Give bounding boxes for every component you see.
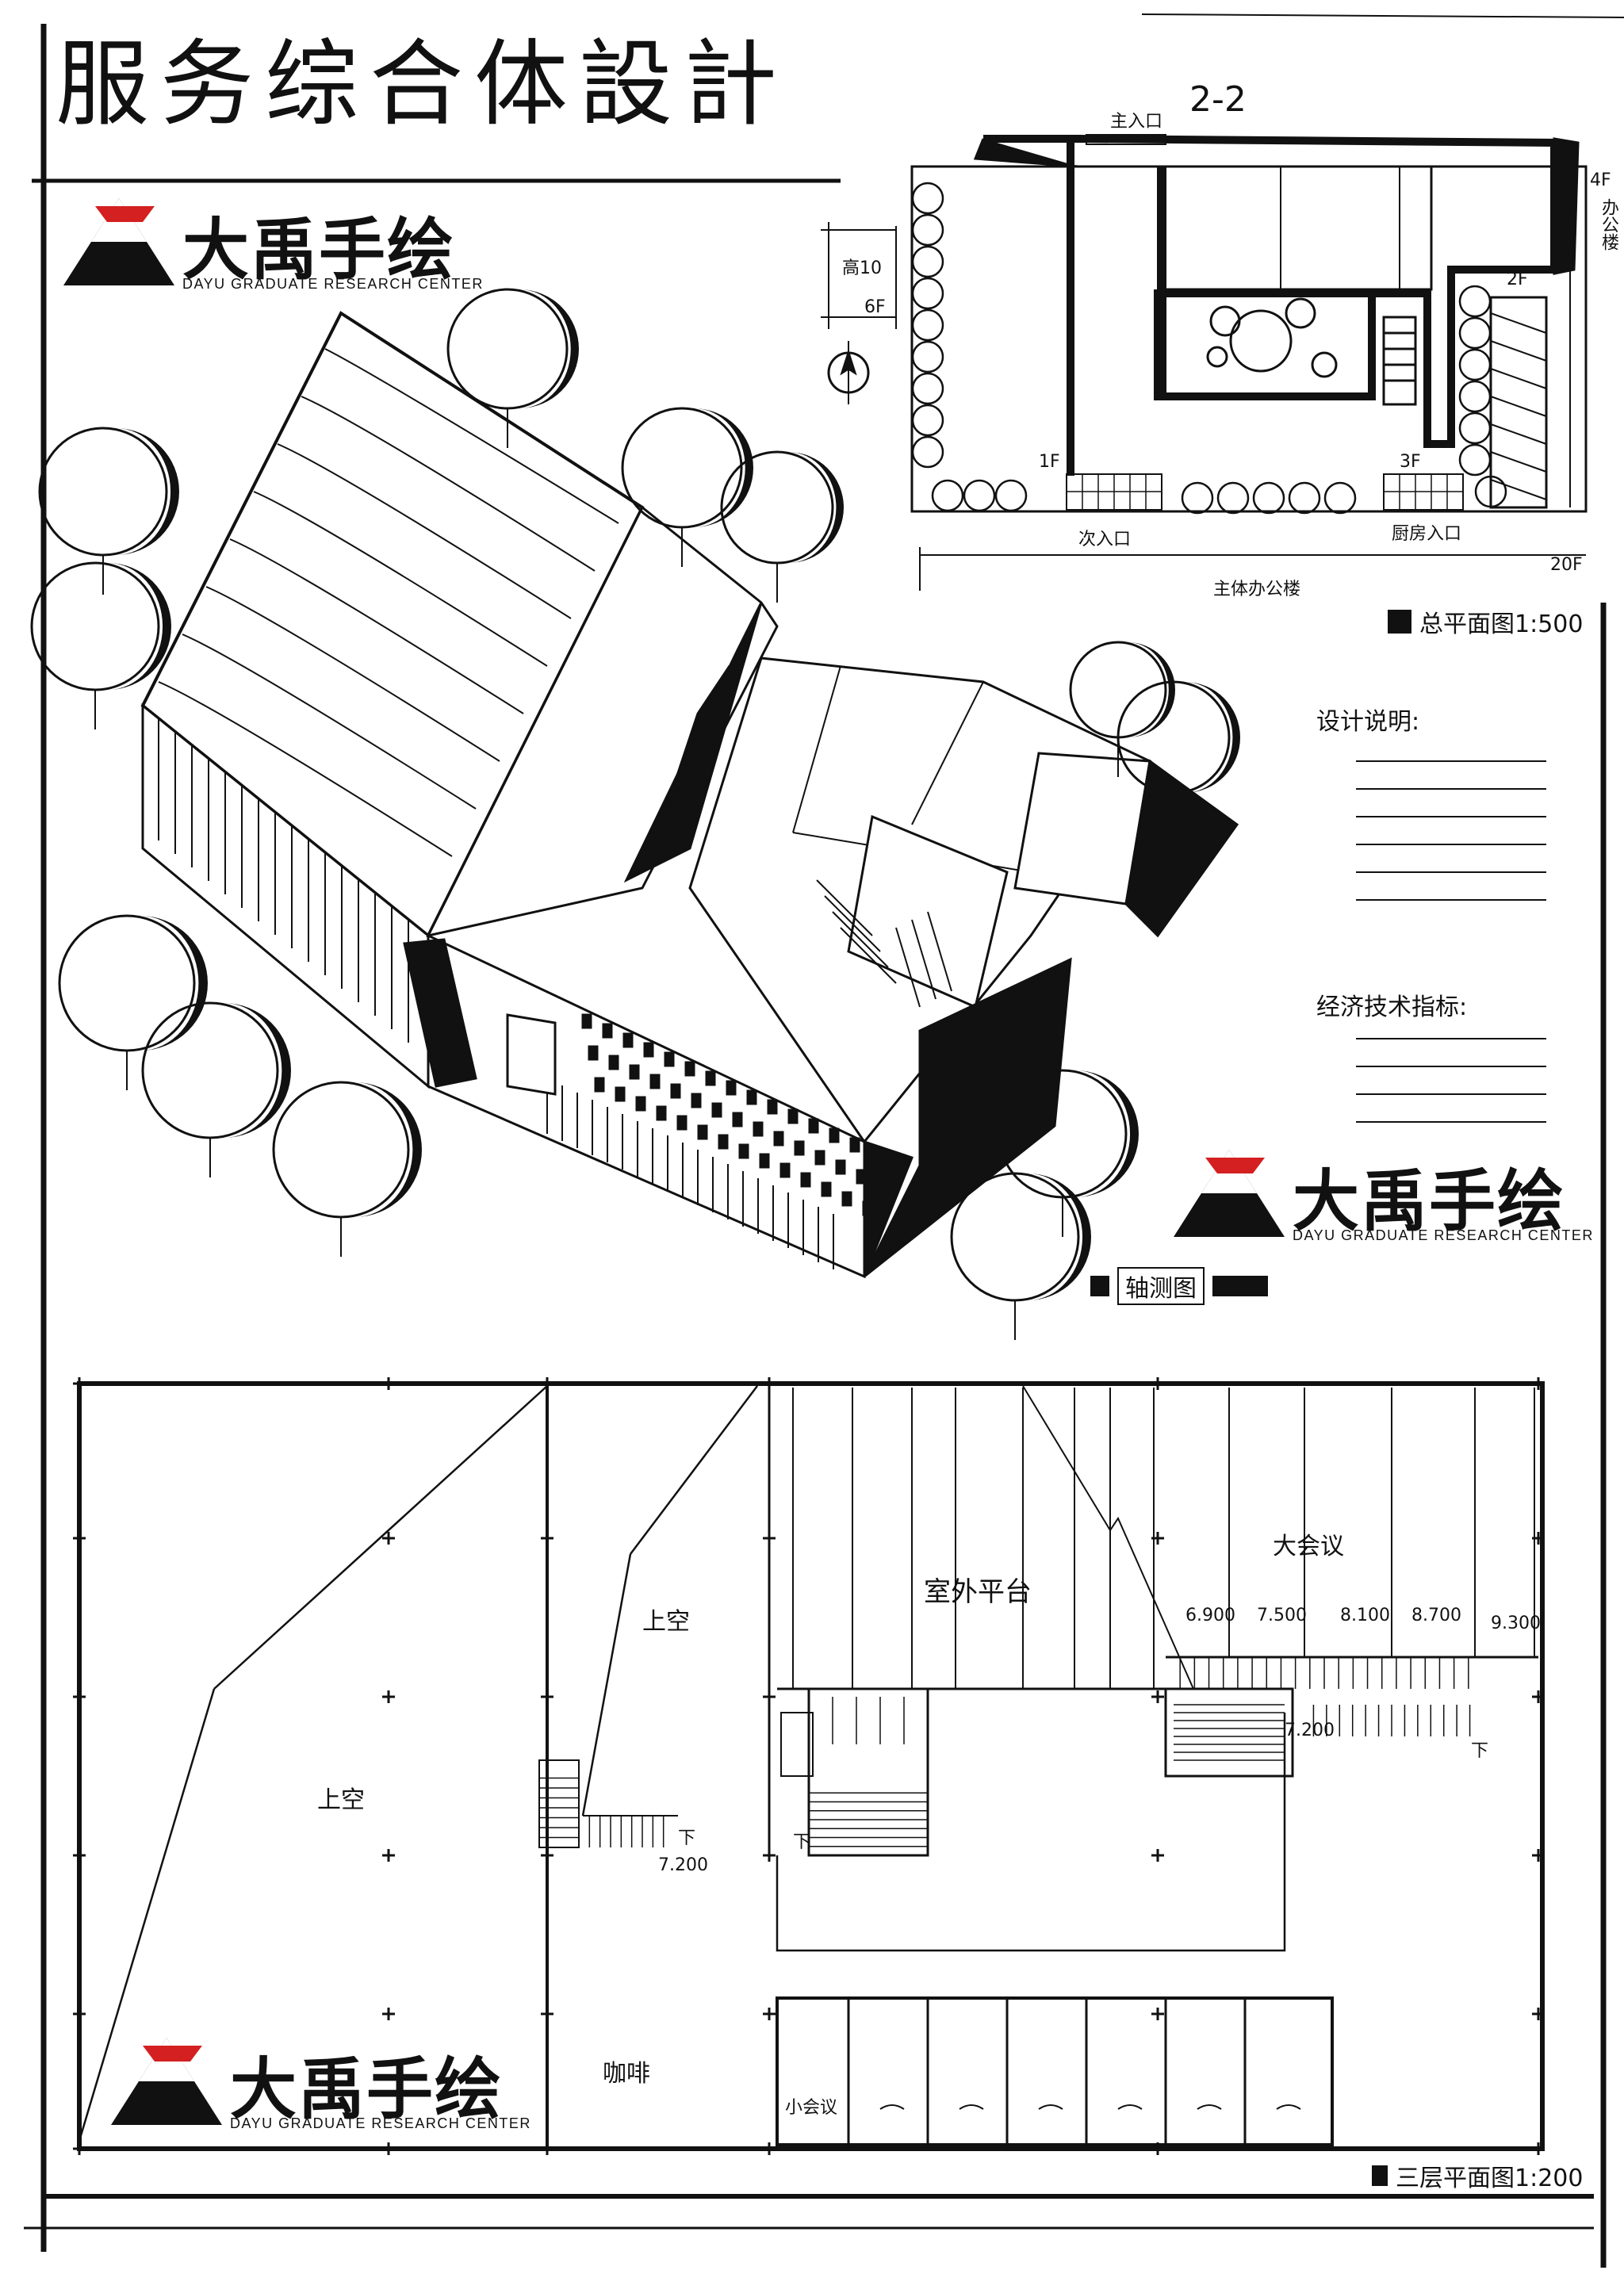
site-tree-icon bbox=[994, 479, 1028, 512]
tech-notes-title: 经济技术指标: bbox=[1316, 993, 1468, 1021]
site-tree-icon bbox=[911, 404, 944, 437]
axo-tree-icon bbox=[272, 1081, 422, 1257]
sheet-frame bbox=[24, 13, 1624, 2268]
site-tree-icon bbox=[931, 479, 964, 512]
axonometric-drawing bbox=[140, 311, 1239, 1279]
room-small-meeting: 小会议 bbox=[785, 2098, 838, 2118]
site-floor-1f: 1F bbox=[1039, 452, 1060, 472]
site-tree-icon bbox=[963, 479, 996, 512]
site-floor-3f: 3F bbox=[1400, 452, 1421, 472]
elevation-5: 9.300 bbox=[1491, 1614, 1541, 1633]
design-notes-lines bbox=[1356, 760, 1546, 901]
site-tree-icon bbox=[1288, 481, 1321, 515]
site-tree-icon bbox=[1458, 285, 1492, 318]
room-void-left: 上空 bbox=[317, 1786, 365, 1814]
site-tree-icon bbox=[911, 340, 944, 373]
site-plan-tag: 总平面图1:500 bbox=[1388, 604, 1583, 639]
axo-tree-icon bbox=[1116, 680, 1240, 833]
site-secondary-entrance: 次入口 bbox=[1078, 530, 1132, 549]
sheet-number: 2-2 bbox=[1189, 79, 1247, 120]
site-tree-icon bbox=[911, 372, 944, 405]
site-tree-icon bbox=[1181, 481, 1214, 515]
site-tree-icon bbox=[911, 435, 944, 469]
logo-bottom: 大禹手绘 DAYU GRADUATE RESEARCH CENTER bbox=[111, 2030, 530, 2136]
site-main-entrance: 主入口 bbox=[1110, 112, 1163, 132]
room-cafe: 咖啡 bbox=[603, 2060, 650, 2088]
site-tree-icon bbox=[1474, 475, 1507, 508]
site-tree-icon bbox=[1323, 481, 1357, 515]
logo-mark-icon bbox=[1174, 1150, 1285, 1237]
site-tree-icon bbox=[911, 308, 944, 342]
logo-middle: 大禹手绘 DAYU GRADUATE RESEARCH CENTER bbox=[1174, 1142, 1592, 1248]
sheet-title: 服务综合体設計 bbox=[56, 29, 789, 139]
site-floors-label: 6F bbox=[864, 297, 886, 317]
site-tree-icon bbox=[1458, 348, 1492, 381]
elevation-4: 8.700 bbox=[1411, 1606, 1461, 1625]
logo-en-text: DAYU GRADUATE RESEARCH CENTER bbox=[182, 276, 484, 292]
site-kitchen-entrance: 厨房入口 bbox=[1392, 524, 1462, 544]
tag-marker-icon bbox=[1372, 2165, 1388, 2186]
axo-tree-icon bbox=[446, 288, 579, 448]
stair-mark-2: 下 bbox=[1471, 1741, 1489, 1761]
design-notes-title: 设计说明: bbox=[1316, 708, 1420, 736]
tag-bar-icon bbox=[1212, 1276, 1268, 1296]
site-tree-icon bbox=[1458, 412, 1492, 445]
axo-tree-icon bbox=[720, 450, 844, 603]
elevation-6: 7.200 bbox=[658, 1855, 708, 1875]
axo-tree-icon bbox=[950, 1172, 1091, 1340]
site-tree-icon bbox=[1458, 316, 1492, 350]
site-tree-icon bbox=[1216, 481, 1250, 515]
axo-tree-icon bbox=[621, 407, 753, 567]
logo-mark-icon bbox=[63, 198, 174, 285]
logo-en-text: DAYU GRADUATE RESEARCH CENTER bbox=[1293, 1227, 1594, 1243]
elevation-3: 8.100 bbox=[1340, 1606, 1390, 1625]
room-big-meeting: 大会议 bbox=[1273, 1533, 1344, 1560]
site-tree-icon bbox=[911, 182, 944, 215]
site-dimension: 20F bbox=[1550, 555, 1583, 575]
logo-en-text: DAYU GRADUATE RESEARCH CENTER bbox=[230, 2115, 531, 2131]
floor-plan-tag: 三层平面图1:200 bbox=[1372, 2158, 1583, 2193]
logo-cn-text: 大禹手绘 bbox=[230, 2050, 504, 2128]
site-plan-drawing bbox=[821, 134, 1588, 591]
axo-tree-icon bbox=[998, 1069, 1139, 1237]
tag-marker-icon bbox=[1388, 610, 1411, 634]
axo-tree-icon bbox=[30, 561, 171, 729]
site-plan-trees bbox=[911, 182, 1507, 515]
site-floor-4f: 4F bbox=[1590, 170, 1611, 190]
site-plan-tag-text: 总平面图1:500 bbox=[1419, 611, 1584, 638]
site-tree-icon bbox=[1458, 443, 1492, 477]
axonometric-tag-text: 轴测图 bbox=[1117, 1267, 1205, 1305]
site-tree-icon bbox=[1458, 380, 1492, 413]
stair-mark-1: 下 bbox=[678, 1828, 696, 1848]
elevation-2: 7.500 bbox=[1257, 1606, 1307, 1625]
site-tree-icon bbox=[911, 245, 944, 278]
tag-marker-icon bbox=[1090, 1276, 1109, 1296]
site-tree-icon bbox=[911, 213, 944, 247]
logo-cn-text: 大禹手绘 bbox=[182, 211, 456, 289]
logo-top: 大禹手绘 DAYU GRADUATE RESEARCH CENTER bbox=[63, 190, 482, 297]
site-office-label: 主体办公楼 bbox=[1213, 580, 1301, 599]
site-height-label: 高10 bbox=[842, 258, 882, 278]
room-void-mid: 上空 bbox=[642, 1608, 690, 1636]
site-side-label: 办公楼 bbox=[1599, 198, 1618, 251]
logo-mark-icon bbox=[111, 2038, 222, 2125]
site-tree-icon bbox=[911, 277, 944, 310]
floor-plan-tag-text: 三层平面图1:200 bbox=[1396, 2165, 1584, 2192]
axo-tree-icon bbox=[58, 914, 208, 1090]
axo-tree-icon bbox=[38, 427, 179, 595]
tech-notes-lines bbox=[1356, 1038, 1546, 1123]
site-tree-icon bbox=[1252, 481, 1285, 515]
site-floor-2f: 2F bbox=[1507, 270, 1528, 289]
axo-trees bbox=[30, 288, 1240, 1340]
room-outdoor-terrace: 室外平台 bbox=[924, 1576, 1032, 1608]
elevation-1: 6.900 bbox=[1185, 1606, 1235, 1625]
elevation-7: 7.200 bbox=[1285, 1721, 1335, 1740]
floor-plan-drawing bbox=[73, 1377, 1545, 2155]
stair-mark-3: 下 bbox=[793, 1832, 811, 1852]
logo-cn-text: 大禹手绘 bbox=[1293, 1162, 1566, 1240]
axonometric-tag: 轴测图 bbox=[1090, 1267, 1268, 1305]
axo-tree-icon bbox=[141, 1001, 291, 1177]
